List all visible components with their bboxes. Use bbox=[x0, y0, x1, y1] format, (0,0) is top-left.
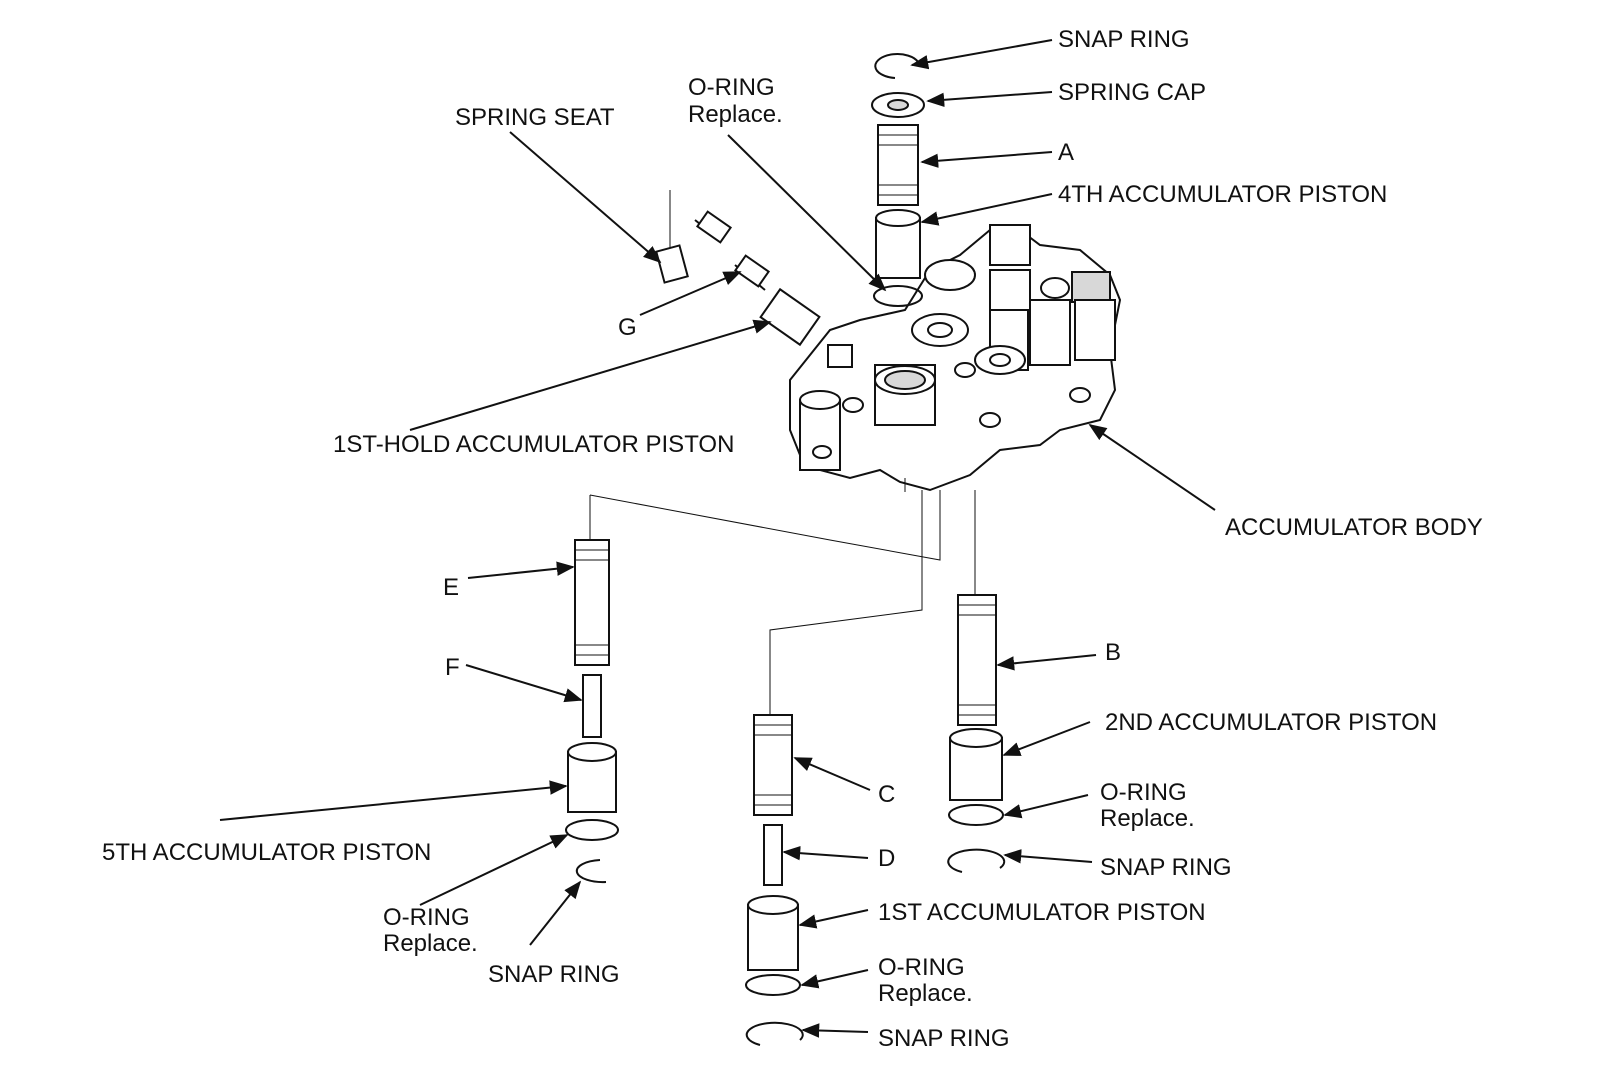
label-e: E bbox=[443, 574, 459, 601]
oring-left-part bbox=[565, 819, 619, 841]
label-second-piston: 2ND ACCUMULATOR PISTON bbox=[1105, 709, 1437, 736]
label-b: B bbox=[1105, 639, 1121, 666]
label-oring-left-line1: O-RING bbox=[383, 904, 470, 931]
spring-b-part bbox=[957, 594, 997, 726]
label-first-piston: 1ST ACCUMULATOR PISTON bbox=[878, 899, 1206, 926]
snap-ring-right-part bbox=[947, 848, 1006, 873]
leader-snap-ring-mid bbox=[801, 1023, 869, 1038]
label-snap-ring-top: SNAP RING bbox=[1058, 26, 1190, 53]
spring-f-part bbox=[582, 674, 602, 738]
oring-top-part bbox=[873, 285, 923, 307]
leader-fourth-piston bbox=[920, 193, 1053, 226]
leader-oring-left bbox=[419, 834, 569, 906]
label-oring-top-line1: O-RING bbox=[688, 74, 775, 101]
label-oring-mid-line2: Replace. bbox=[878, 980, 973, 1007]
oring-right-part bbox=[948, 804, 1004, 826]
spring-a-part bbox=[877, 124, 919, 206]
left-stack-parts bbox=[565, 490, 941, 884]
right-stack-parts bbox=[947, 490, 1006, 873]
accumulator-body-drawing bbox=[789, 224, 1122, 492]
leader-c bbox=[793, 757, 871, 791]
first-hold-parts bbox=[655, 190, 821, 347]
label-a: A bbox=[1058, 139, 1074, 166]
label-oring-right-line1: O-RING bbox=[1100, 779, 1187, 806]
leader-oring-top bbox=[727, 134, 887, 292]
leader-snap-ring-right bbox=[1003, 849, 1093, 864]
leader-e bbox=[467, 561, 575, 579]
snap-ring-top-part bbox=[874, 53, 919, 79]
leader-snap-ring-top bbox=[910, 39, 1053, 70]
leader-accumulator-body bbox=[1088, 423, 1216, 511]
leader-f bbox=[465, 664, 583, 703]
label-snap-ring-mid: SNAP RING bbox=[878, 1025, 1010, 1052]
leader-second-piston bbox=[1002, 721, 1091, 756]
label-snap-ring-right: SNAP RING bbox=[1100, 854, 1232, 881]
oring-mid-part bbox=[745, 974, 801, 996]
label-f: F bbox=[445, 654, 460, 681]
label-fourth-piston: 4TH ACCUMULATOR PISTON bbox=[1058, 181, 1387, 208]
spring-d-part bbox=[763, 824, 783, 886]
leader-g bbox=[639, 271, 742, 316]
label-spring-seat: SPRING SEAT bbox=[455, 104, 615, 131]
spring-e-part bbox=[574, 539, 610, 666]
label-spring-cap: SPRING CAP bbox=[1058, 79, 1206, 106]
label-g: G bbox=[618, 314, 637, 341]
labels: SNAP RING SPRING CAP A 4TH ACCUMULATOR P… bbox=[102, 26, 1483, 1052]
label-oring-top-line2: Replace. bbox=[688, 101, 783, 128]
leader-fifth-piston bbox=[219, 780, 568, 821]
first-piston-part bbox=[747, 904, 799, 971]
leader-a bbox=[920, 151, 1053, 168]
top-stack-parts bbox=[871, 53, 925, 307]
leader-first-piston bbox=[798, 909, 869, 929]
leader-spring-cap bbox=[926, 91, 1053, 108]
leader-snap-ring-left bbox=[529, 880, 582, 946]
label-oring-left-line2: Replace. bbox=[383, 930, 478, 957]
label-fifth-piston: 5TH ACCUMULATOR PISTON bbox=[102, 839, 431, 866]
spring-g-part bbox=[733, 254, 771, 288]
leader-oring-right bbox=[1003, 794, 1089, 819]
spring-c-part bbox=[753, 714, 793, 816]
label-oring-right-line2: Replace. bbox=[1100, 805, 1195, 832]
spring-seat-part bbox=[655, 244, 689, 284]
label-oring-mid-line1: O-RING bbox=[878, 954, 965, 981]
leader-d bbox=[782, 845, 869, 861]
leader-first-hold-piston bbox=[409, 319, 772, 431]
label-accumulator-body: ACCUMULATOR BODY bbox=[1225, 514, 1483, 541]
leader-b bbox=[996, 654, 1097, 671]
label-first-hold-piston: 1ST-HOLD ACCUMULATOR PISTON bbox=[333, 431, 734, 458]
label-c: C bbox=[878, 781, 895, 808]
first-hold-piston-part bbox=[759, 287, 821, 347]
label-snap-ring-left: SNAP RING bbox=[488, 961, 620, 988]
label-d: D bbox=[878, 845, 895, 872]
leader-lines bbox=[219, 39, 1216, 1038]
leader-spring-seat bbox=[509, 131, 662, 264]
snap-ring-mid-part bbox=[745, 1021, 804, 1046]
leader-oring-mid bbox=[800, 969, 869, 989]
middle-stack-parts bbox=[745, 490, 923, 1046]
snap-ring-left-part bbox=[575, 859, 607, 884]
